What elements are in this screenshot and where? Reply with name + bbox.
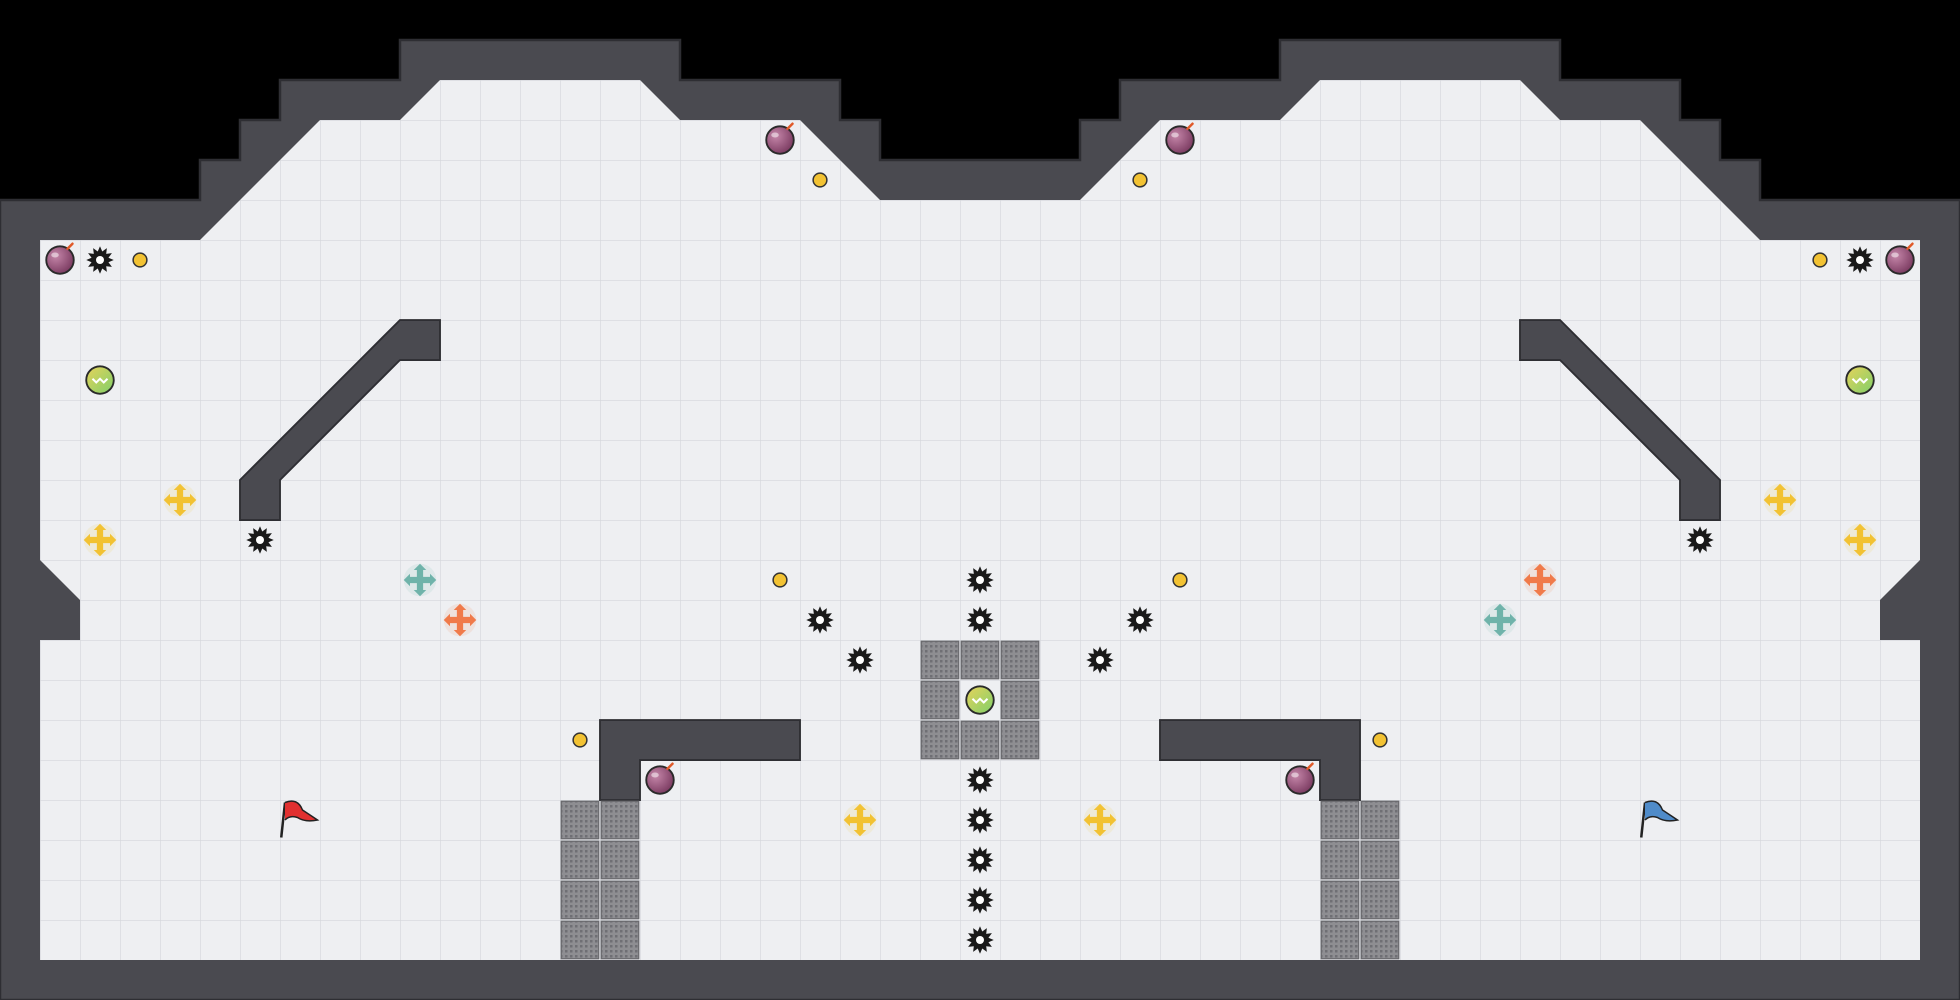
gate-tile <box>920 720 960 760</box>
gate-tile <box>560 800 600 840</box>
powerup-icon <box>1845 365 1875 395</box>
team-boost-icon <box>1523 563 1557 597</box>
gate-tile <box>560 920 600 960</box>
spike-icon <box>966 806 994 834</box>
floor-area <box>40 80 1920 960</box>
powerup-icon <box>965 685 995 715</box>
gate-tile <box>1320 800 1360 840</box>
wall-right-ledge <box>1159 719 1361 801</box>
bomb-icon <box>645 762 675 795</box>
blue-flag-icon <box>1640 800 1680 838</box>
coin-icon <box>1372 732 1388 748</box>
spike-icon <box>1126 606 1154 634</box>
coin-icon <box>572 732 588 748</box>
bomb-icon <box>1165 122 1195 155</box>
gate-tile <box>600 840 640 880</box>
gate-tile <box>600 800 640 840</box>
coin-icon <box>812 172 828 188</box>
gate-tile <box>1320 920 1360 960</box>
spike-icon <box>966 846 994 874</box>
coin-icon <box>1172 572 1188 588</box>
boost-icon <box>83 523 117 557</box>
coin-icon <box>1132 172 1148 188</box>
gate-tile <box>1360 840 1400 880</box>
gate-tile <box>960 640 1000 680</box>
spike-icon <box>246 526 274 554</box>
spike-icon <box>966 606 994 634</box>
gate-tile <box>960 720 1000 760</box>
spike-icon <box>1686 526 1714 554</box>
gate-tile <box>1320 880 1360 920</box>
gate-layer <box>560 640 1400 960</box>
red-flag-icon <box>280 800 320 838</box>
gate-tile <box>1000 640 1040 680</box>
wall-left-ledge <box>599 719 801 801</box>
spike-icon <box>966 926 994 954</box>
spike-icon <box>86 246 114 274</box>
boost-icon <box>1763 483 1797 517</box>
gate-tile <box>1000 680 1040 720</box>
bomb-icon <box>765 122 795 155</box>
bomb-icon <box>1885 242 1915 275</box>
gate-tile <box>920 640 960 680</box>
wall-left-ramp <box>239 319 441 521</box>
boost-icon <box>1843 523 1877 557</box>
boost-icon <box>1083 803 1117 837</box>
bomb-icon <box>45 242 75 275</box>
gate-tile <box>1320 840 1360 880</box>
team-boost-icon <box>443 603 477 637</box>
item-layer <box>45 122 1915 954</box>
gate-tile <box>600 920 640 960</box>
wall-right-ramp <box>1519 319 1721 521</box>
boost-icon <box>163 483 197 517</box>
gate-tile <box>560 880 600 920</box>
gate-tile <box>920 680 960 720</box>
gate-tile <box>1360 800 1400 840</box>
gate-tile <box>1000 720 1040 760</box>
coin-icon <box>1812 252 1828 268</box>
spike-icon <box>966 886 994 914</box>
spike-icon <box>1086 646 1114 674</box>
spike-icon <box>966 566 994 594</box>
gate-tile <box>560 840 600 880</box>
boost-icon <box>843 803 877 837</box>
coin-icon <box>132 252 148 268</box>
gate-tile <box>600 880 640 920</box>
spike-icon <box>846 646 874 674</box>
coin-icon <box>772 572 788 588</box>
spike-icon <box>966 766 994 794</box>
gate-tile <box>1360 920 1400 960</box>
team-boost-icon <box>403 563 437 597</box>
spike-icon <box>1846 246 1874 274</box>
team-boost-icon <box>1483 603 1517 637</box>
spike-icon <box>806 606 834 634</box>
powerup-icon <box>85 365 115 395</box>
bomb-icon <box>1285 762 1315 795</box>
gate-tile <box>1360 880 1400 920</box>
